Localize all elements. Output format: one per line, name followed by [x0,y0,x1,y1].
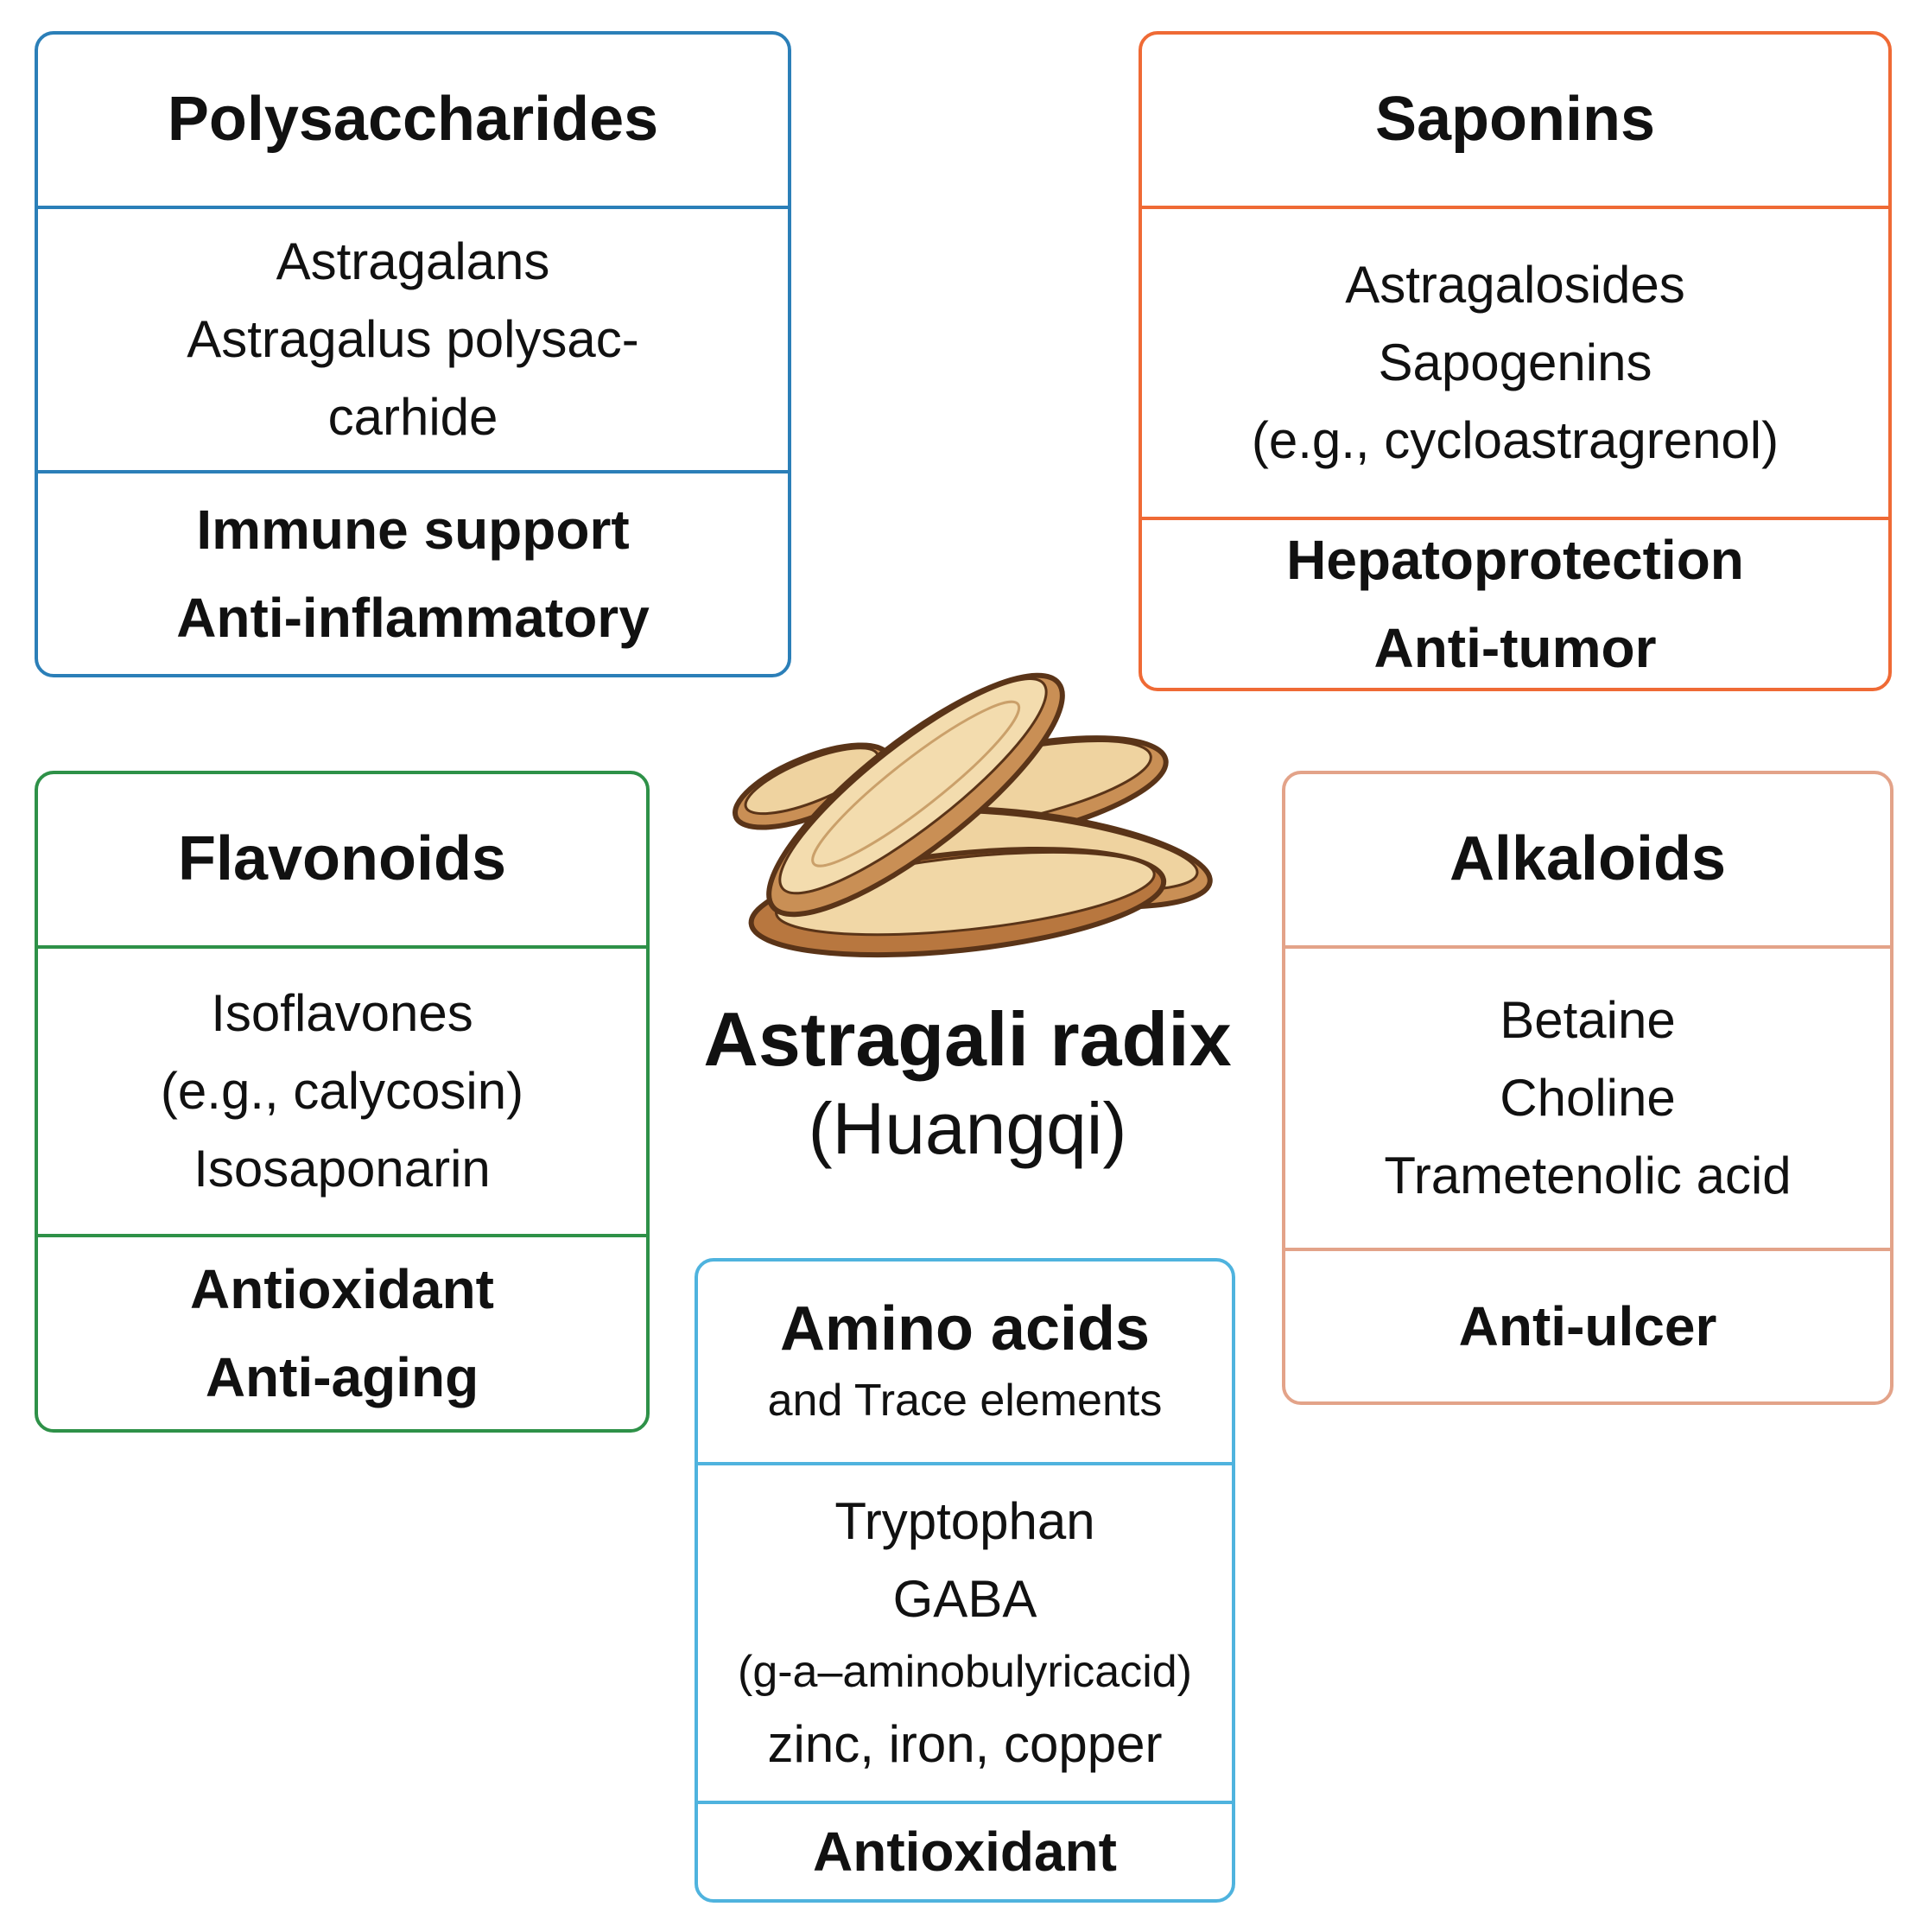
polysaccharides-effects: Immune support Anti-inflammatory [38,470,788,674]
compound-calycosin: (e.g., calycosin) [160,1062,524,1120]
flavonoids-compounds: Isoflavones (e.g., calycosin) Isosaponar… [38,945,646,1234]
alkaloids-header: Alkaloids [1285,774,1890,945]
polysaccharides-compounds: Astragalans Astragalus polysac- carhide [38,206,788,470]
flavonoids-card: Flavonoids Isoflavones (e.g., calycosin)… [35,771,650,1433]
astragalus-root-slices-illustration [733,672,1213,958]
amino-acids-title: Amino acids [779,1294,1151,1364]
saponins-compounds: Astragalosides Sapogenins (e.g., cycloas… [1142,206,1888,517]
effect-anti-ulcer: Anti-ulcer [1458,1294,1717,1357]
compound-astragalosides: Astragalosides [1345,256,1685,314]
flavonoids-effects: Antioxidant Anti-aging [38,1234,646,1429]
amino-acids-subtitle: and Trace elements [767,1376,1163,1427]
alkaloids-title: Alkaloids [1449,824,1727,894]
amino-acids-compounds: Tryptophan GABA (g-a–aminobulyricacid) z… [698,1462,1232,1801]
polysaccharides-card: Polysaccharides Astragalans Astragalus p… [35,31,791,677]
compound-sapogenins: Sapogenins [1378,334,1652,391]
center-label: Astragali radix (Huangqi) [665,994,1270,1172]
polysaccharides-title: Polysaccharides [167,85,659,155]
effect-hepatoprotection: Hepatoprotection [1286,528,1744,591]
compound-isoflavones: Isoflavones [211,984,473,1042]
compound-cycloastragenol: (e.g., cycloastragrenol) [1251,411,1779,469]
amino-acids-effects: Antioxidant [698,1801,1232,1899]
alkaloids-effects: Anti-ulcer [1285,1248,1890,1401]
alkaloids-card: Alkaloids Betaine Choline Trametenolic a… [1282,771,1893,1405]
alkaloids-compounds: Betaine Choline Trametenolic acid [1285,945,1890,1248]
amino-acids-header: Amino acids and Trace elements [698,1262,1232,1462]
effect-anti-inflammatory: Anti-inflammatory [176,587,650,649]
effect-anti-tumor: Anti-tumor [1373,617,1657,679]
compound-trace-elements: zinc, iron, copper [767,1715,1163,1773]
compound-gaba: GABA [892,1570,1037,1628]
center-title: Astragali radix [703,996,1232,1082]
saponins-title: Saponins [1374,85,1656,155]
compound-choline: Choline [1500,1069,1676,1127]
compound-astragalus-polysaccharide-line2: carhide [327,388,498,446]
effect-antioxidant-amino: Antioxidant [813,1820,1117,1883]
effect-anti-aging: Anti-aging [205,1346,479,1408]
saponins-header: Saponins [1142,35,1888,206]
compound-trametenolic-acid: Trametenolic acid [1384,1147,1792,1204]
compound-isosaponarin: Isosaponarin [193,1140,491,1198]
effect-antioxidant: Antioxidant [190,1257,494,1320]
root-slice-top [766,672,1065,918]
compound-betaine: Betaine [1500,991,1676,1049]
compound-tryptophan: Tryptophan [834,1492,1095,1550]
flavonoids-header: Flavonoids [38,774,646,945]
compound-gaba-full-name: (g-a–aminobulyricacid) [738,1647,1192,1697]
amino-acids-card: Amino acids and Trace elements Tryptopha… [695,1258,1235,1903]
flavonoids-title: Flavonoids [177,824,507,894]
compound-astragalans: Astragalans [276,232,550,290]
saponins-effects: Hepatoprotection Anti-tumor [1142,517,1888,688]
compound-astragalus-polysaccharide-line1: Astragalus polysac- [187,310,639,368]
effect-immune-support: Immune support [196,498,630,561]
saponins-card: Saponins Astragalosides Sapogenins (e.g.… [1139,31,1892,691]
polysaccharides-header: Polysaccharides [38,35,788,206]
center-subtitle: (Huangqi) [808,1087,1127,1169]
